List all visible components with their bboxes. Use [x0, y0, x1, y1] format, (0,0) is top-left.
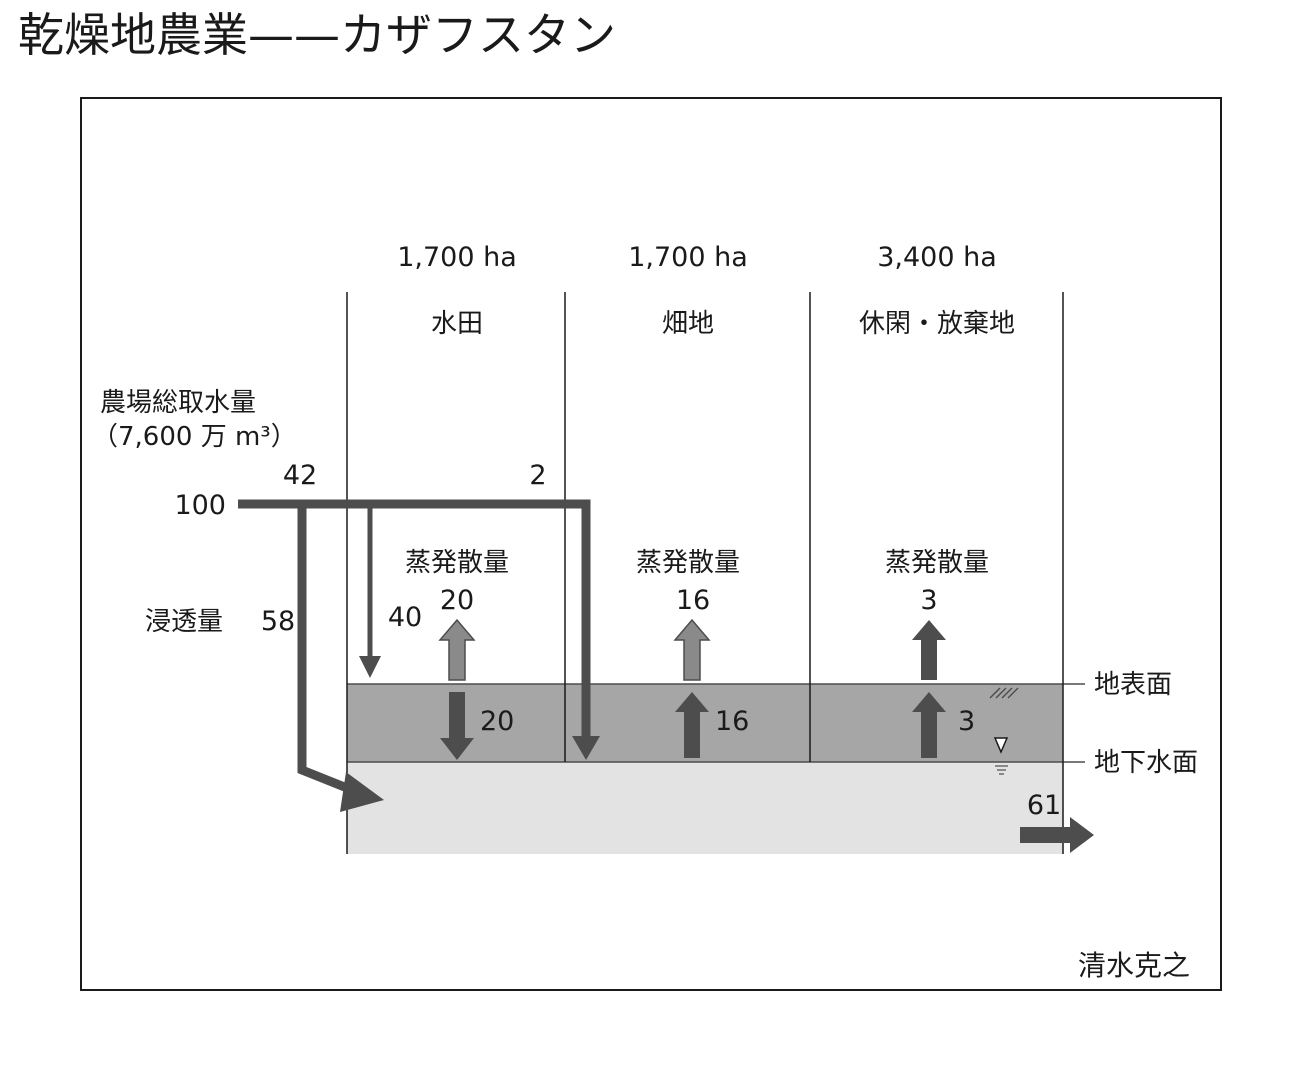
column-name: 休閑・放棄地 — [859, 309, 1015, 339]
column-area: 1,700 ha — [397, 242, 517, 273]
et-label: 蒸発散量 — [636, 548, 740, 578]
et-value: 20 — [440, 585, 474, 616]
flow-to-field-value: 2 — [529, 460, 546, 491]
paddy-et-arrow — [438, 618, 476, 681]
column-area: 1,700 ha — [628, 242, 748, 273]
seepage-value: 58 — [261, 606, 295, 637]
ground-surface-icon — [989, 687, 1019, 699]
et-value: 16 — [676, 585, 710, 616]
seepage-arrowhead — [340, 772, 384, 812]
surface-label: 地表面 — [1094, 670, 1172, 700]
page-title: 乾燥地農業——カザフスタン — [18, 8, 616, 62]
column-name: 畑地 — [662, 309, 714, 339]
fallow-et-arrow — [912, 620, 946, 680]
intake-total: 100 — [174, 490, 226, 521]
water-table-label: 地下水面 — [1094, 748, 1198, 778]
groundwater-area — [347, 762, 1063, 854]
field-capillary-arrow — [675, 692, 709, 758]
et-label: 蒸発散量 — [405, 548, 509, 578]
intake-volume: （7,600 万 m³） — [92, 422, 297, 452]
et-value: 3 — [920, 585, 937, 616]
outflow-arrow — [1020, 817, 1094, 853]
paddy-inflow-arrowhead — [359, 656, 381, 678]
flow-to-paddy-value: 42 — [283, 460, 317, 491]
paddy-inflow-value: 40 — [388, 602, 422, 633]
field-inflow-arrowhead — [572, 736, 600, 760]
outflow-value: 61 — [1027, 790, 1061, 821]
figure-frame — [80, 97, 1222, 991]
column-area: 3,400 ha — [877, 242, 997, 273]
seepage-label: 浸透量 — [145, 607, 223, 637]
fallow-capillary-value: 3 — [958, 706, 975, 737]
et-label: 蒸発散量 — [885, 548, 989, 578]
field-et-arrow — [673, 618, 711, 681]
intake-pipe — [238, 499, 591, 740]
column-name: 水田 — [431, 309, 483, 339]
soil-band — [347, 684, 1063, 762]
water-table-icon — [993, 737, 1009, 775]
fallow-capillary-arrow — [912, 692, 946, 758]
field-capillary-value: 16 — [715, 706, 749, 737]
paddy-percolation-arrow — [440, 692, 474, 760]
paddy-percolation-value: 20 — [480, 706, 514, 737]
intake-label: 農場総取水量 — [100, 388, 256, 418]
seepage-pipe — [297, 504, 354, 795]
credit: 清水克之 — [1078, 949, 1190, 982]
